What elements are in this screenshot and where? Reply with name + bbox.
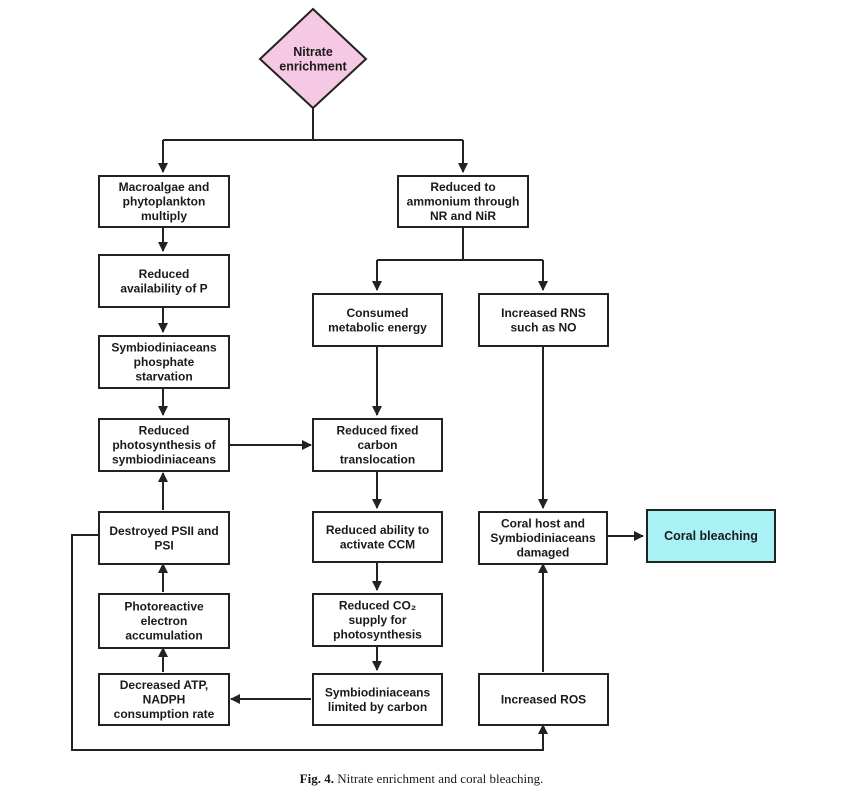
caption-text: Nitrate enrichment and coral bleaching.: [337, 771, 544, 786]
node-text-line: starvation: [135, 370, 192, 384]
node-text-line: enrichment: [279, 59, 347, 73]
figure-caption: Fig. 4. Nitrate enrichment and coral ble…: [0, 771, 843, 787]
node-text-line: Destroyed PSII and: [109, 524, 218, 538]
node-text-line: Reduced CO₂: [339, 599, 416, 613]
node-text-line: Consumed: [346, 306, 408, 320]
node-text-line: Reduced: [139, 267, 190, 281]
node-text-line: Symbiodiniaceans: [111, 341, 217, 355]
node-text-line: carbon: [357, 438, 397, 452]
node-text-line: accumulation: [125, 629, 202, 643]
node-text-line: phytoplankton: [123, 195, 206, 209]
node-text-line: Reduced: [139, 424, 190, 438]
node-coral-bleaching: Coral bleaching: [646, 509, 776, 563]
node-text-line: phosphate: [134, 355, 195, 369]
node-text-line: electron: [141, 614, 188, 628]
connectors: [71, 108, 644, 751]
node-text-line: availability of P: [120, 281, 207, 295]
node-text-line: symbiodiniaceans: [112, 453, 216, 467]
node-text-line: NADPH: [143, 693, 186, 707]
node-text-line: Photoreactive: [124, 600, 204, 614]
node-text-line: Reduced to: [430, 180, 495, 194]
node-text-line: photosynthesis: [333, 628, 422, 642]
node-text-line: consumption rate: [114, 707, 215, 721]
node-text: Increased ROS: [501, 693, 586, 707]
node-text-line: Coral host and: [501, 517, 585, 531]
node-text-line: Nitrate: [293, 45, 333, 59]
node-text-line: Coral bleaching: [664, 529, 758, 543]
node-text-line: Reduced ability to: [326, 523, 429, 537]
start-diamond: [258, 7, 368, 110]
caption-label: Fig. 4.: [299, 771, 334, 786]
node-text-line: multiply: [141, 209, 187, 223]
node-text-line: NR and NiR: [430, 209, 496, 223]
node-text-line: Increased ROS: [501, 693, 586, 707]
node-text-line: damaged: [517, 546, 570, 560]
node-text-line: PSI: [154, 538, 173, 552]
node-text-line: Increased RNS: [501, 306, 586, 320]
node-text-line: Decreased ATP,: [120, 678, 209, 692]
node-text: Coral bleaching: [664, 529, 758, 543]
node-text-line: supply for: [348, 613, 406, 627]
node-text-line: ammonium through: [407, 195, 520, 209]
edge-destroyed-to-ros: [71, 534, 548, 751]
node-text-line: limited by carbon: [328, 700, 427, 714]
node-text-line: Macroalgae and: [119, 180, 210, 194]
node-text-line: photosynthesis of: [112, 438, 216, 452]
node-increased-ros: Increased ROS: [478, 673, 609, 726]
node-text-line: such as NO: [510, 320, 576, 334]
edge-nitrate-split: [163, 108, 463, 141]
node-text-line: Symbiodiniaceans: [490, 531, 596, 545]
node-text-line: translocation: [340, 453, 415, 467]
node-text-line: metabolic energy: [328, 320, 427, 334]
edge-ammonium-split: [377, 227, 543, 261]
node-text-line: activate CCM: [340, 537, 415, 551]
node-text-line: Reduced fixed: [336, 424, 418, 438]
node-text-line: Symbiodiniaceans: [325, 685, 431, 699]
